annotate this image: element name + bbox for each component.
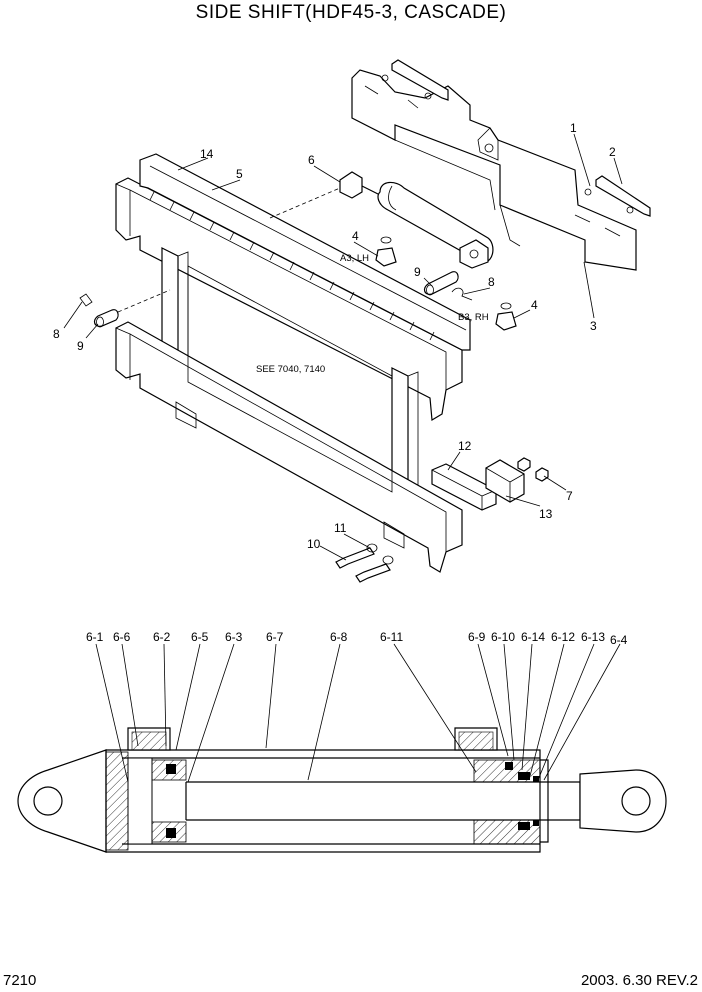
fitting-part-4-rh bbox=[495, 302, 517, 331]
exploded-leaders bbox=[63, 133, 623, 561]
pin-part-9-upper bbox=[423, 271, 459, 296]
callout-3: 3 bbox=[590, 319, 597, 333]
callout-6-9: 6-9 bbox=[468, 630, 486, 644]
bolt-part-10 bbox=[335, 547, 391, 583]
callout-1: 1 bbox=[570, 121, 577, 135]
callout-6-5: 6-5 bbox=[191, 630, 209, 644]
page-title: SIDE SHIFT(HDF45-3, CASCADE) bbox=[195, 2, 507, 23]
callout-6-2: 6-2 bbox=[153, 630, 171, 644]
callout-6-6: 6-6 bbox=[113, 630, 131, 644]
exploded-view: 1 2 3 4 4 5 6 7 8 8 9 9 10 11 12 13 14 A… bbox=[53, 59, 651, 583]
callout-9-lower: 9 bbox=[77, 339, 84, 353]
nut-part-7 bbox=[517, 457, 549, 482]
callout-2: 2 bbox=[609, 145, 616, 159]
callout-4-rh: 4 bbox=[531, 298, 538, 312]
callout-6-7: 6-7 bbox=[266, 630, 284, 644]
clip-part-8-upper bbox=[451, 287, 473, 301]
callout-5: 5 bbox=[236, 167, 243, 181]
note-a3-lh: A3, LH bbox=[340, 253, 369, 264]
callout-11: 11 bbox=[334, 521, 347, 535]
page-number: 7210 bbox=[3, 972, 37, 989]
pin-part-9-lower bbox=[93, 309, 119, 328]
pad-upper-left bbox=[381, 59, 449, 101]
slide-plate-part-3 bbox=[351, 69, 637, 271]
section-leaders bbox=[95, 643, 621, 783]
washer-part-11 bbox=[366, 543, 394, 565]
pad-upper-right bbox=[584, 175, 651, 217]
callout-6-11: 6-11 bbox=[380, 630, 403, 644]
cylinder-section: 6-1 6-6 6-2 6-5 6-3 6-7 6-8 6-11 6-9 6-1… bbox=[17, 630, 667, 853]
callout-6-14: 6-14 bbox=[521, 630, 545, 644]
callout-6-12: 6-12 bbox=[551, 630, 575, 644]
revision-date: 2003. 6.30 REV.2 bbox=[580, 972, 698, 989]
callout-13: 13 bbox=[539, 507, 553, 521]
callout-12: 12 bbox=[458, 439, 472, 453]
fitting-part-4-lh bbox=[375, 236, 397, 267]
note-b3-rh: B3, RH bbox=[458, 312, 489, 323]
callout-6: 6 bbox=[308, 153, 315, 167]
callout-6-13: 6-13 bbox=[581, 630, 605, 644]
note-see-ref: SEE 7040, 7140 bbox=[256, 364, 325, 375]
callout-6-1: 6-1 bbox=[86, 630, 104, 644]
callout-8-upper: 8 bbox=[488, 275, 495, 289]
callout-6-3: 6-3 bbox=[225, 630, 243, 644]
carriage-frame bbox=[115, 153, 471, 573]
callout-7: 7 bbox=[566, 489, 573, 503]
cylinder-part-6 bbox=[339, 171, 494, 269]
callout-6-4: 6-4 bbox=[610, 633, 628, 647]
callout-14: 14 bbox=[200, 147, 214, 161]
callout-4-lh: 4 bbox=[352, 229, 359, 243]
clip-part-8-lower bbox=[79, 293, 93, 307]
callout-6-10: 6-10 bbox=[491, 630, 515, 644]
callout-6-8: 6-8 bbox=[330, 630, 348, 644]
callout-10: 10 bbox=[307, 537, 321, 551]
section-callouts: 6-1 6-6 6-2 6-5 6-3 6-7 6-8 6-11 6-9 6-1… bbox=[86, 630, 628, 647]
callout-8-lower: 8 bbox=[53, 327, 60, 341]
bar-part-12 bbox=[431, 463, 497, 511]
callout-9-upper: 9 bbox=[414, 265, 421, 279]
block-part-13 bbox=[485, 459, 525, 503]
exploded-callouts: 1 2 3 4 4 5 6 7 8 8 9 9 10 11 12 13 14 A… bbox=[53, 121, 616, 551]
